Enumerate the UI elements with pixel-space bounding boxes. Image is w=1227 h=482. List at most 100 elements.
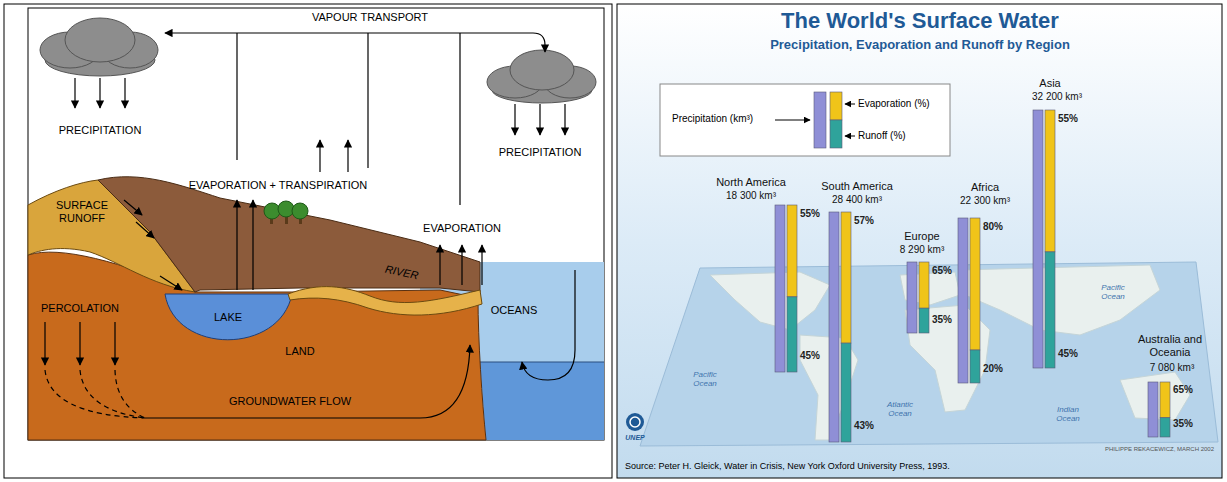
panel-frame (4, 4, 612, 478)
flow-arrows-part (439, 245, 440, 285)
percent-value: 55% (1058, 113, 1078, 125)
trees-part (292, 203, 308, 219)
lake-shape (165, 294, 292, 340)
flow-arrows-part (347, 140, 348, 172)
river-shape (288, 287, 482, 315)
evaporation-bar (1160, 382, 1170, 418)
continents-part (710, 272, 830, 330)
unep-logo (626, 413, 644, 431)
feature-label: LAKE (214, 311, 242, 324)
trees-part (264, 203, 280, 219)
process-label: PRECIPITATION (499, 146, 582, 159)
flow-arrows-part (115, 370, 145, 418)
evaporation-bar (1045, 110, 1055, 252)
unep-logo-part (626, 413, 644, 431)
region-name: Africa (971, 181, 999, 194)
percent-value: 35% (1173, 418, 1193, 430)
legend-text: Precipitation (km³) (672, 113, 753, 125)
percent-value: 65% (932, 265, 952, 277)
continents-part (960, 265, 1160, 335)
flow-arrows-part (252, 200, 253, 290)
flow-arrows-part (114, 322, 115, 365)
key-pointers-part (775, 120, 810, 121)
flow-arrows-part (99, 78, 100, 108)
percent-value: 80% (983, 221, 1003, 233)
key-pointers-part (845, 104, 855, 105)
flow-arrows-part (461, 245, 462, 285)
flow-arrows-part (564, 104, 565, 135)
ocean-label: Atlantic Ocean (878, 400, 923, 418)
flow-arrows-part (236, 33, 237, 160)
flow-arrows-part (79, 322, 80, 365)
key-box (660, 84, 950, 156)
key-bars (814, 92, 842, 148)
precipitation-value: 22 300 km³ (960, 195, 1010, 207)
percent-value: 57% (854, 215, 874, 227)
process-label: EVAPORATION + TRANSPIRATION (189, 179, 368, 192)
percent-value: 45% (1058, 348, 1078, 360)
flow-arrows-part (74, 78, 75, 108)
percent-value: 43% (854, 420, 874, 432)
cloud (40, 18, 158, 76)
flow-arrows-part (367, 33, 368, 168)
evaporation-bar (787, 205, 797, 297)
feature-label: LAND (285, 345, 314, 358)
precipitation-bar (1033, 110, 1043, 368)
flow-arrows-part (522, 270, 575, 380)
panel-frame (617, 4, 1222, 478)
precipitation-value: 7 080 km³ (1150, 362, 1194, 374)
unep-logo-part (630, 417, 640, 427)
runoff-bar (787, 297, 797, 372)
runoff-bar (919, 308, 929, 333)
runoff-bar (841, 343, 851, 442)
process-label: PRECIPITATION (59, 124, 142, 137)
cloud-part (65, 18, 135, 62)
precipitation-value: 28 400 km³ (832, 194, 882, 206)
percent-value: 55% (800, 208, 820, 220)
legend-text: Evaporation (%) (858, 98, 930, 110)
percent-value: 35% (932, 314, 952, 326)
key-pointers-part (845, 136, 855, 137)
runoff-bar (970, 350, 980, 383)
precipitation-bar (958, 218, 968, 383)
process-label: GROUNDWATER FLOW (229, 395, 351, 408)
trees-part (278, 201, 294, 217)
flow-arrows-part (236, 200, 237, 290)
flow-arrows-part (539, 104, 540, 135)
precipitation-bar (907, 262, 917, 333)
process-label: SURFACE RUNOFF (46, 199, 118, 224)
legend-swatch (830, 120, 842, 148)
precipitation-value: 18 300 km³ (726, 190, 776, 202)
process-label: PERCOLATION (41, 302, 119, 315)
flow-arrows-part (124, 78, 125, 108)
evaporation-bar (841, 212, 851, 343)
ocean-label: Pacific Ocean (1093, 283, 1133, 301)
trees (264, 201, 308, 224)
evaporation-bar (919, 262, 929, 308)
region-name: Australia and Oceania (1130, 333, 1210, 358)
flow-arrows-part (481, 245, 482, 285)
legend-swatch (830, 92, 842, 120)
water-cycle-panel (4, 4, 612, 478)
flow-arrows-part (165, 33, 545, 52)
region-name: South America (821, 180, 893, 193)
chart-panel (617, 4, 1222, 478)
flow-arrows-part (124, 200, 142, 215)
precipitation-bar (829, 212, 839, 442)
flow-arrows-part (44, 322, 45, 365)
precipitation-bar (775, 205, 785, 372)
region-name: Asia (1039, 77, 1060, 90)
cloud-part (510, 50, 574, 90)
runoff-bar (1045, 252, 1055, 368)
ocean-label: Pacific Ocean (685, 370, 725, 388)
percent-value: 20% (983, 363, 1003, 375)
flow-arrows-part (319, 140, 320, 172)
legend-swatch (814, 92, 826, 148)
percent-value: 65% (1173, 384, 1193, 396)
surface-soil (98, 177, 480, 292)
flow-arrows-part (145, 345, 470, 418)
precipitation-bar (1148, 382, 1158, 437)
ocean-label: Indian Ocean (1048, 405, 1088, 423)
